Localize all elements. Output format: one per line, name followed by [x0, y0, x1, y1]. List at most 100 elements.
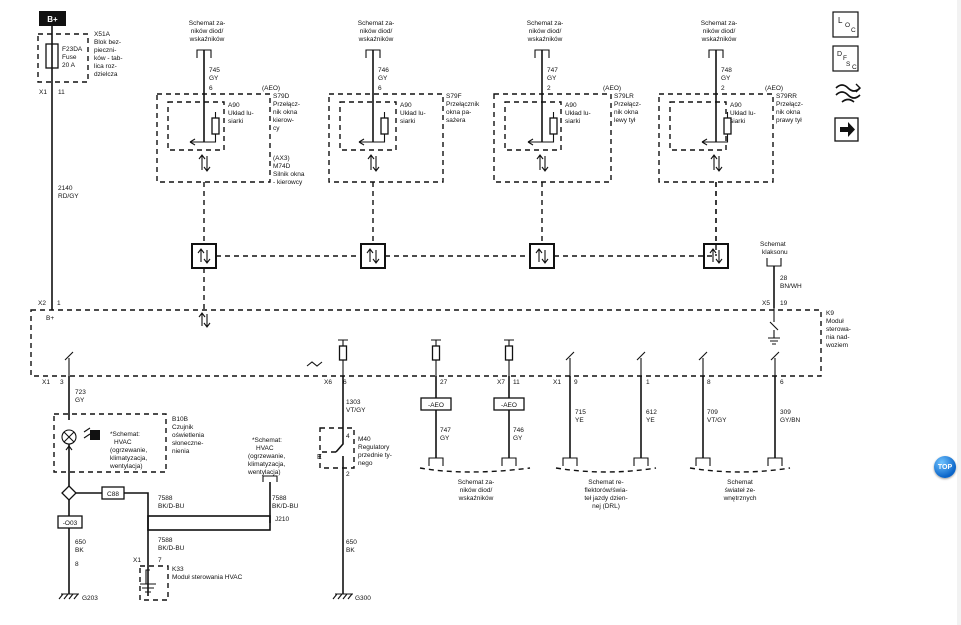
switch-1-extra-2: Silnik okna	[273, 171, 305, 178]
hvac-note-2-0: *Schemat:	[252, 437, 282, 444]
fuse-desc-2: ków - tab-	[94, 55, 123, 62]
sensor-line-3: nienia	[172, 448, 190, 455]
switch-1-extra-1: M74D	[273, 163, 291, 170]
fuse-desc-3: lica roz-	[94, 63, 117, 70]
mirror-line-0: Regulatory	[358, 444, 390, 451]
window-switch-3: Schemat za-ników diod/wskaźników747GY2A9…	[493, 20, 641, 269]
loc-main: L	[838, 16, 843, 25]
switch-3-option: (AEO)	[603, 85, 621, 92]
w309-pin: 6	[780, 379, 784, 386]
switch-1-id: S79D	[273, 93, 290, 100]
w309-color: GY/BN	[780, 417, 801, 424]
fuse-desc-1: pieczni-	[94, 47, 116, 54]
hvac-note-2-3: klimatyzacja,	[248, 461, 285, 468]
scheme-b2-1: flektorów/świa-	[585, 487, 628, 494]
hvac-note-2-1: HVAC	[256, 445, 274, 452]
mirror-id: M40	[358, 436, 371, 443]
hvac-note-2-4: wentylacja)	[247, 469, 281, 476]
scheme-b3-1: świateł ze-	[725, 487, 756, 494]
j210-shield	[147, 515, 271, 531]
vertical-scrollbar[interactable]	[957, 0, 961, 625]
module-line-3: woziem	[825, 342, 848, 349]
next-arrow-icon[interactable]	[834, 117, 859, 142]
power-tag: B+	[39, 11, 66, 26]
j210-label: J210	[275, 516, 289, 523]
switch-2-scheme-2: wskaźników	[358, 36, 394, 43]
x6-color: VT/GY	[346, 407, 366, 414]
switch-3-pin: 2	[547, 85, 551, 92]
switch-2-sub-id: A90	[400, 102, 412, 109]
switch-2-connector-icon	[366, 248, 380, 264]
switch-2-scheme-0: Schemat za-	[358, 20, 395, 27]
scheme-b3-0: Schemat	[727, 479, 753, 486]
scheme-b1-1: ników diod/	[460, 487, 493, 494]
loc-icon[interactable]: L O C	[832, 11, 859, 38]
switch-3-sub-id: A90	[565, 102, 577, 109]
x1-left-pin: 3	[60, 379, 64, 386]
sensor-line-1: oświetlenia	[172, 432, 205, 439]
switch-4-sub-id: A90	[730, 102, 742, 109]
module-output-2	[636, 351, 646, 376]
scheme-b2-0: Schemat re-	[588, 479, 623, 486]
power-tag-label: B+	[47, 15, 58, 24]
sensor-line-2: słoneczne-	[172, 440, 203, 447]
scheme-b2-2: teł jazdy dzien-	[584, 495, 627, 502]
module-resistor-2	[504, 345, 514, 361]
center-gnd-color: BK	[346, 547, 355, 554]
switch-3-title-0: Przełącz-	[614, 101, 641, 108]
switch-4-sub-0: Układ lu-	[730, 110, 756, 117]
x7-pin: 11	[513, 379, 520, 386]
window-switch-2: Schemat za-ników diod/wskaźników746GY6A9…	[328, 20, 480, 269]
w612-color: YE	[646, 417, 655, 424]
switch-1-sub-id: A90	[228, 102, 240, 109]
window-switch-1: Schemat za-ników diod/wskaźników745GY6A9…	[156, 20, 305, 269]
switch-1-option: (AEO)	[262, 85, 280, 92]
module-line-2: nia nad-	[826, 334, 850, 341]
fuse-conn: X1	[39, 89, 47, 96]
body-control-module	[30, 309, 822, 377]
fuse-block: F23DA Fuse 20 A	[37, 33, 89, 83]
switch-2-scheme-1: ników diod/	[360, 28, 393, 35]
bus-pin: 1	[57, 300, 61, 307]
module-resistor-0	[338, 345, 348, 361]
w709-color: VT/GY	[707, 417, 727, 424]
main-wire-circuit: 2140	[58, 185, 73, 192]
switch-1-color: GY	[209, 75, 219, 82]
switch-4-id: S79RR	[776, 93, 797, 100]
hvac-module-label: Moduł sterowania HVAC	[172, 574, 243, 581]
bk2-circuit: 7588	[272, 495, 287, 502]
horn-color: BN/WH	[780, 283, 802, 290]
hvac-note-2-2: (ogrzewanie,	[248, 453, 285, 460]
scroll-top-button[interactable]: TOP	[934, 456, 956, 478]
x7-color: GY	[513, 435, 523, 442]
switch-3-scheme-1: ników diod/	[529, 28, 562, 35]
switch-3-scheme-2: wskaźników	[527, 36, 563, 43]
switch-4-option: (AEO)	[765, 85, 783, 92]
switch-2-pin: 6	[378, 85, 382, 92]
dfsc-icon[interactable]: D F S C	[832, 45, 859, 72]
x1-right-pin: 9	[574, 379, 578, 386]
harness-icon[interactable]	[835, 83, 861, 103]
switch-2-sub-1: siarki	[400, 118, 415, 125]
x6-pin: 6	[343, 379, 347, 386]
module-output-0	[64, 351, 74, 376]
switch-3-color: GY	[547, 75, 557, 82]
pin27-circuit: 747	[440, 427, 451, 434]
x1-left-conn: X1	[42, 379, 50, 386]
switch-3-scheme-0: Schemat za-	[527, 20, 564, 27]
x1-right-conn: X1	[553, 379, 561, 386]
splice-diamond	[61, 485, 77, 501]
hvac-module	[139, 565, 169, 601]
main-wire-color: RD/GY	[58, 193, 79, 200]
x7-circuit: 746	[513, 427, 524, 434]
w709-pin: 8	[707, 379, 711, 386]
module-resistor-1	[431, 345, 441, 361]
o03-label: -O03	[63, 520, 78, 527]
light-sensor	[53, 413, 167, 473]
mirror-line-2: nego	[358, 460, 373, 467]
scheme-b3-2: wnętrznych	[723, 495, 757, 502]
switch-2-circuit: 746	[378, 67, 389, 74]
switch-1-sub-0: Układ lu-	[228, 110, 254, 117]
switch-1-extra-0: (AX3)	[273, 155, 290, 162]
bus-conn: X2	[38, 300, 46, 307]
